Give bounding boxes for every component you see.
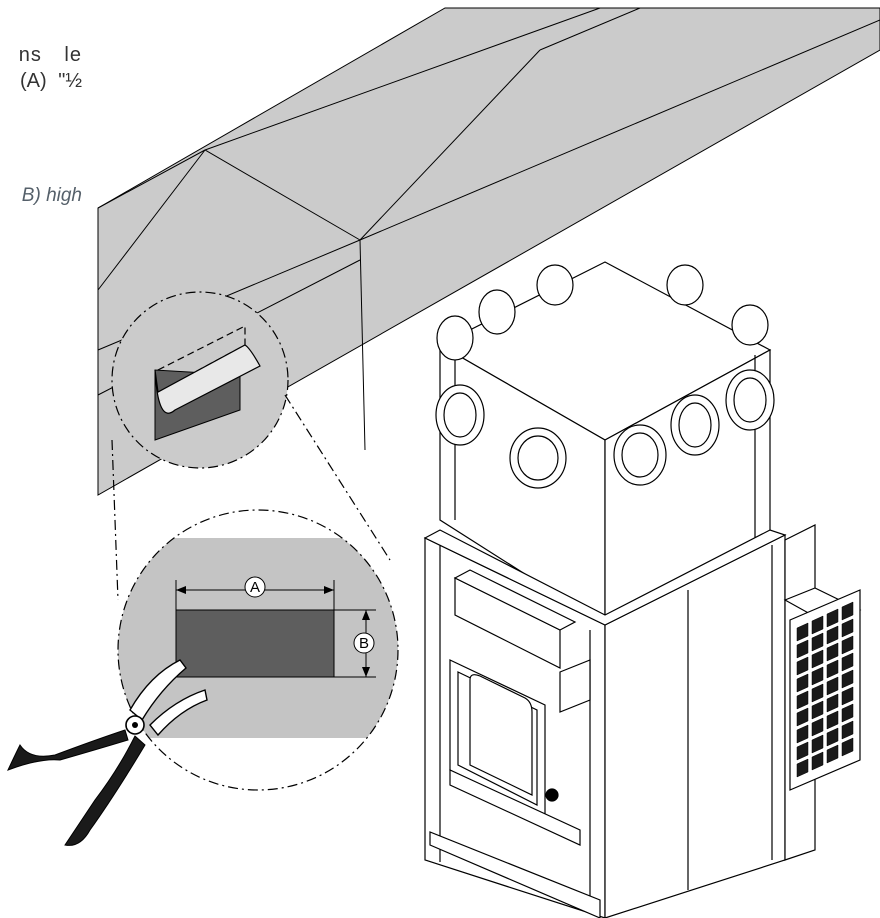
instruction-line-2: ½" (A) <box>19 70 82 92</box>
louver-slot <box>811 751 824 771</box>
louver-slot <box>841 652 854 672</box>
instruction-line-1: ns le <box>18 44 82 66</box>
louver-slot <box>826 659 839 679</box>
louver-slot <box>796 673 809 693</box>
louver-slot <box>826 710 839 730</box>
louver-slot <box>826 693 839 713</box>
zoom-circle: A B <box>117 509 399 791</box>
louver-slot <box>811 717 824 737</box>
callout-b: B <box>359 635 369 652</box>
zoom-circle-small <box>111 291 289 469</box>
louver-grid <box>796 601 854 778</box>
louver-slot <box>796 707 809 727</box>
louver-slot <box>841 703 854 723</box>
louver-slot <box>841 635 854 655</box>
louver-slot <box>826 625 839 645</box>
louver-slot <box>826 642 839 662</box>
louver-slot <box>796 622 809 642</box>
pliers-icon <box>7 659 208 846</box>
louver-slot <box>826 744 839 764</box>
louver-slot <box>796 758 809 778</box>
louver-slot <box>841 686 854 706</box>
zoom-leaders <box>111 394 391 601</box>
louver-slot <box>811 615 824 635</box>
louver-slot <box>826 608 839 628</box>
louver-slot <box>841 737 854 757</box>
side-louver-unit <box>783 524 862 861</box>
instruction-line-3: B) high <box>21 185 82 206</box>
furnace-cabinet <box>423 529 787 918</box>
louver-slot <box>796 690 809 710</box>
furnace-illustration <box>423 261 862 918</box>
louver-slot <box>811 700 824 720</box>
louver-slot <box>841 601 854 621</box>
louver-slot <box>811 683 824 703</box>
louver-slot <box>796 724 809 744</box>
louver-slot <box>811 666 824 686</box>
louver-slot <box>811 632 824 652</box>
louver-slot <box>841 669 854 689</box>
louver-slot <box>811 649 824 669</box>
louver-slot <box>826 676 839 696</box>
louver-slot <box>841 720 854 740</box>
louver-slot <box>796 741 809 761</box>
louver-slot <box>796 656 809 676</box>
callout-a: A <box>250 579 260 596</box>
louver-slot <box>826 727 839 747</box>
louver-slot <box>796 639 809 659</box>
louver-slot <box>841 618 854 638</box>
louver-slot <box>811 734 824 754</box>
